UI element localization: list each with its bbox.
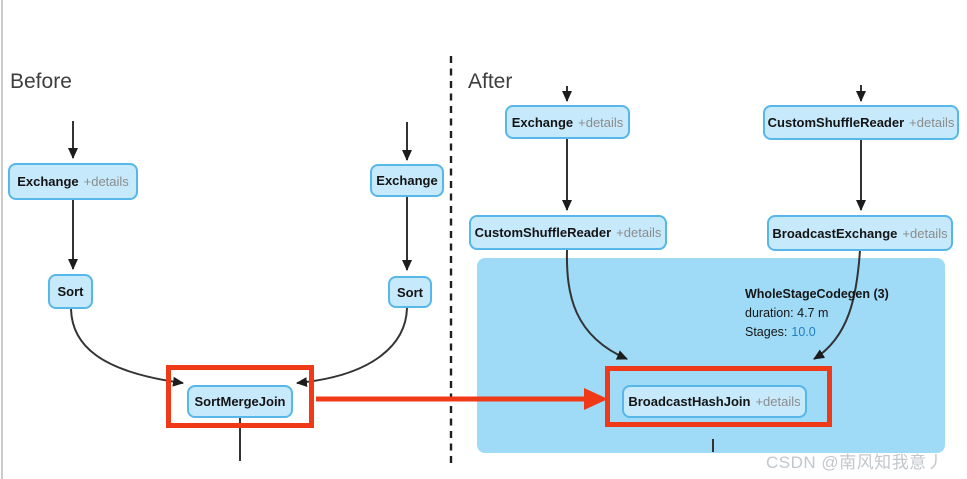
details-link[interactable]: +details	[578, 114, 624, 130]
edge-sort-left-to-sortmergejoin	[70, 308, 184, 387]
node-before-sort-right: Sort	[388, 276, 432, 308]
node-label: Sort	[397, 284, 423, 300]
details-link[interactable]: +details	[902, 225, 948, 241]
stages-label: Stages:	[745, 325, 788, 339]
node-broadcasthashjoin: BroadcastHashJoin +details	[622, 385, 807, 418]
node-after-customshufflereader-left: CustomShuffleReader +details	[469, 215, 667, 250]
node-label: SortMergeJoin	[194, 394, 286, 409]
node-after-customshufflereader-right: CustomShuffleReader +details	[763, 105, 959, 140]
details-link[interactable]: +details	[616, 225, 662, 240]
details-link[interactable]: +details	[909, 115, 955, 130]
cluster-duration: duration: 4.7 m	[745, 306, 829, 320]
details-link[interactable]: +details	[83, 174, 129, 189]
node-after-exchange: Exchange +details	[505, 105, 630, 139]
node-before-exchange-right: Exchange	[370, 164, 444, 197]
cluster-title: WholeStageCodegen (3)	[745, 287, 889, 301]
after-title: After	[468, 70, 513, 93]
node-label: Exchange	[376, 173, 438, 188]
stages-value-link[interactable]: 10.0	[791, 325, 816, 339]
page-left-border	[1, 0, 3, 479]
node-label: CustomShuffleReader	[474, 225, 612, 240]
wholestagecodegen-cluster	[477, 258, 945, 453]
node-after-broadcastexchange: BroadcastExchange +details	[767, 215, 953, 251]
node-before-sort-left: Sort	[48, 274, 93, 309]
details-link[interactable]: +details	[755, 394, 801, 409]
before-title: Before	[10, 70, 72, 93]
cluster-stages: Stages:10.0	[745, 323, 889, 342]
node-label: CustomShuffleReader	[767, 115, 905, 130]
node-label: Exchange	[511, 114, 574, 130]
node-label: Sort	[57, 284, 84, 299]
wholestagecodegen-info: WholeStageCodegen (3) duration: 4.7 m St…	[745, 285, 889, 342]
node-sortmergejoin: SortMergeJoin	[187, 385, 293, 418]
watermark: CSDN @南风知我意丿	[766, 453, 945, 472]
node-before-exchange-left: Exchange +details	[8, 163, 138, 200]
node-label: Exchange	[17, 174, 79, 189]
node-label: BroadcastHashJoin	[628, 394, 751, 409]
node-label: BroadcastExchange	[772, 225, 898, 241]
edge-sort-right-to-sortmergejoin	[296, 307, 408, 388]
